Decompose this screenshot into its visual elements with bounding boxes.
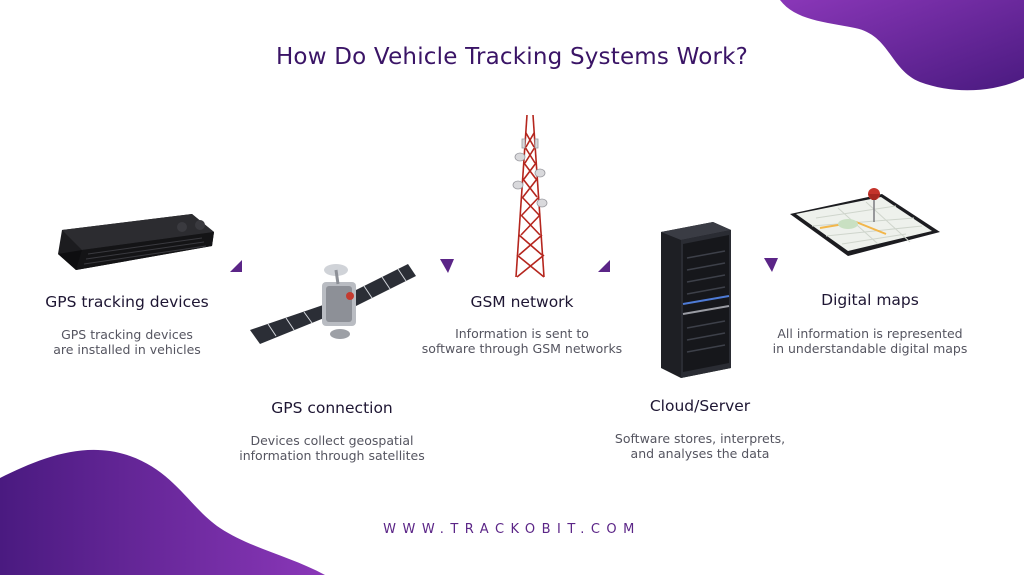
gps-tracker-device-icon [58,214,214,270]
step-desc-line: GPS tracking devices [61,327,193,342]
step-title-digital-maps: Digital maps [821,291,919,309]
arrow-marker-2-icon [440,259,454,273]
step-title-cloud-server: Cloud/Server [649,397,751,415]
step-desc-gsm-network: Information is sent to software through … [402,326,642,356]
step-desc-line: in understandable digital maps [772,341,968,356]
step-title-gsm-network: GSM network [470,293,574,311]
step-desc-line: software through GSM networks [421,341,623,356]
step-desc-line: and analyses the data [630,446,770,461]
step-desc-gps-tracking-devices: GPS tracking devices are installed in ve… [27,327,227,357]
step-desc-gps-connection: Devices collect geospatial information t… [212,433,452,463]
step-desc-digital-maps: All information is represented in unders… [745,326,995,356]
top-right-blob [780,0,1024,91]
step-desc-cloud-server: Software stores, interprets, and analyse… [580,431,820,461]
arrow-marker-1-icon [230,260,242,272]
arrow-marker-3-icon [598,260,610,272]
arrow-marker-4-icon [764,258,778,272]
satellite-icon [250,264,416,344]
step-desc-line: information through satellites [239,448,425,463]
bottom-left-blob [0,449,325,575]
footer-website-url: WWW.TRACKOBIT.COM [383,522,641,537]
step-desc-line: Information is sent to [455,326,589,341]
step-title-gps-tracking-devices: GPS tracking devices [45,293,209,311]
digital-map-phone-icon [790,188,940,256]
gsm-tower-icon [512,114,548,278]
step-desc-line: Devices collect geospatial [250,433,414,448]
step-desc-line: are installed in vehicles [53,342,201,357]
step-desc-line: Software stores, interprets, [614,431,786,446]
step-title-gps-connection: GPS connection [271,399,393,417]
page-title: How Do Vehicle Tracking Systems Work? [275,44,749,70]
server-icon [661,222,731,378]
step-desc-line: All information is represented [777,326,963,341]
